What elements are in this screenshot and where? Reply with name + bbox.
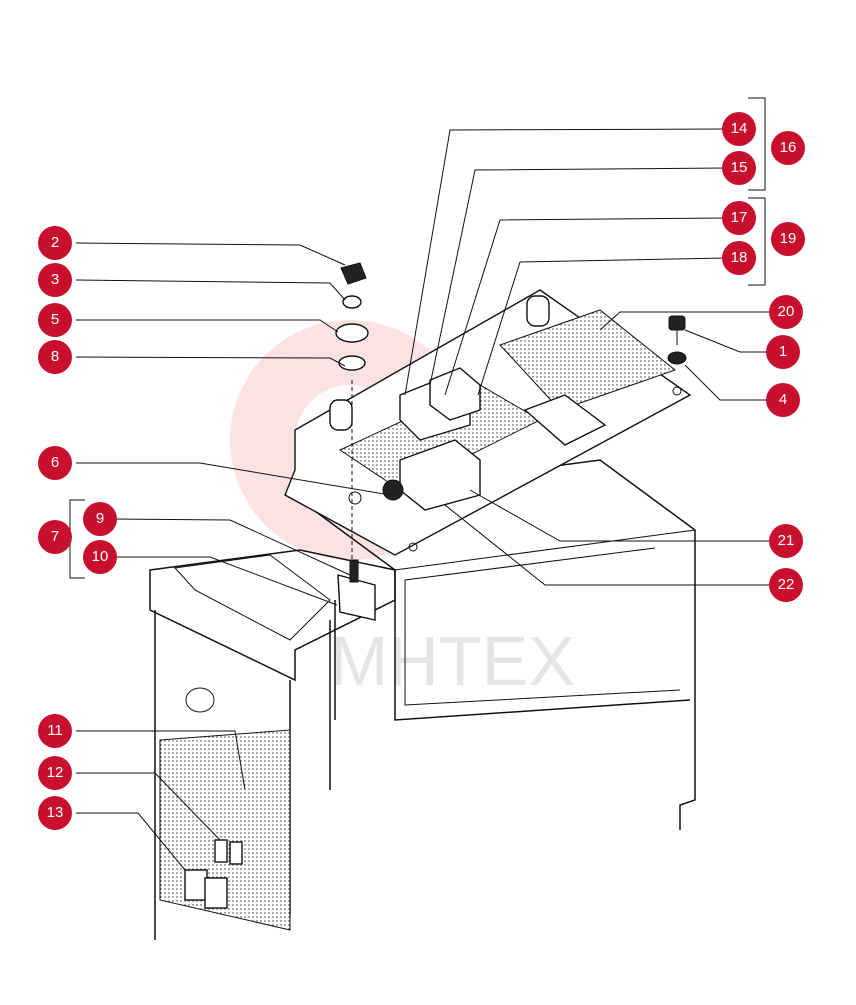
callout-3: 3 xyxy=(38,263,72,297)
callout-12: 12 xyxy=(38,756,72,790)
callout-20: 20 xyxy=(769,295,803,329)
callout-13: 13 xyxy=(38,796,72,830)
callout-6: 6 xyxy=(38,446,72,480)
callout-1: 1 xyxy=(766,335,800,369)
knob-stack xyxy=(335,262,369,560)
callout-18: 18 xyxy=(722,241,756,275)
callout-14: 14 xyxy=(722,112,756,146)
callout-7: 7 xyxy=(38,520,72,554)
callout-5: 5 xyxy=(38,303,72,337)
callout-21: 21 xyxy=(769,524,803,558)
screw-washer xyxy=(667,315,687,365)
left-housing xyxy=(149,549,396,940)
callout-15: 15 xyxy=(722,151,756,185)
watermark-text: MHTEX xyxy=(330,622,575,700)
callout-16: 16 xyxy=(771,131,805,165)
callout-17: 17 xyxy=(722,201,756,235)
callout-2: 2 xyxy=(38,226,72,260)
callout-11: 11 xyxy=(38,714,72,748)
callout-8: 8 xyxy=(38,340,72,374)
sensor-bracket xyxy=(334,559,376,720)
callout-19: 19 xyxy=(771,222,805,256)
leader-lines xyxy=(69,97,770,871)
callout-22: 22 xyxy=(769,568,803,602)
callout-10: 10 xyxy=(83,540,117,574)
callout-9: 9 xyxy=(83,502,117,536)
control-panel-plate xyxy=(284,289,692,556)
callout-4: 4 xyxy=(766,383,800,417)
